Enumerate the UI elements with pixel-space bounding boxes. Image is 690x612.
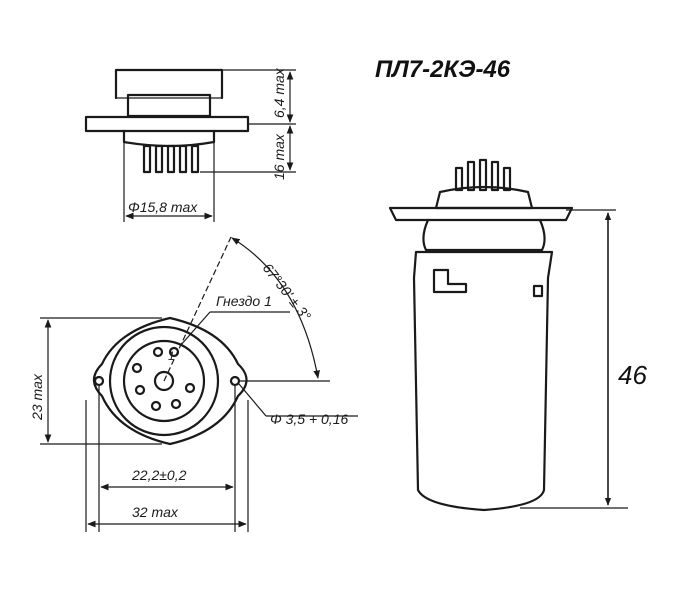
dim-center-label: 22,2±0,2 bbox=[131, 467, 187, 483]
dim-diameter-label: Φ15,8 max bbox=[128, 199, 198, 215]
dim-width-label: 32 max bbox=[132, 504, 179, 520]
top-elevation-view: 6,4 max 16 max Φ15,8 max bbox=[84, 67, 296, 222]
dim-hole-label: Φ 3,5 + 0,16 bbox=[270, 411, 348, 427]
socket-number: 1 bbox=[168, 349, 175, 363]
pins bbox=[142, 144, 200, 174]
dim-height-label: 23 max bbox=[29, 373, 45, 421]
socket-pin-holes bbox=[131, 346, 196, 412]
socket-label: Гнездо 1 bbox=[216, 293, 272, 309]
relay-side-view: 46 bbox=[388, 158, 647, 512]
dim-height-pins-label: 16 max bbox=[271, 133, 287, 180]
plan-view: 1 67°30' ± 3° Гнездо 1 23 max Φ 3,5 + 0,… bbox=[29, 234, 358, 532]
dim-angle-label: 67°30' ± 3° bbox=[260, 260, 315, 324]
component-title: ПЛ7-2КЭ-46 bbox=[375, 56, 511, 83]
dim-length-label: 46 bbox=[618, 360, 647, 390]
dim-height-top-label: 6,4 max bbox=[271, 67, 287, 118]
